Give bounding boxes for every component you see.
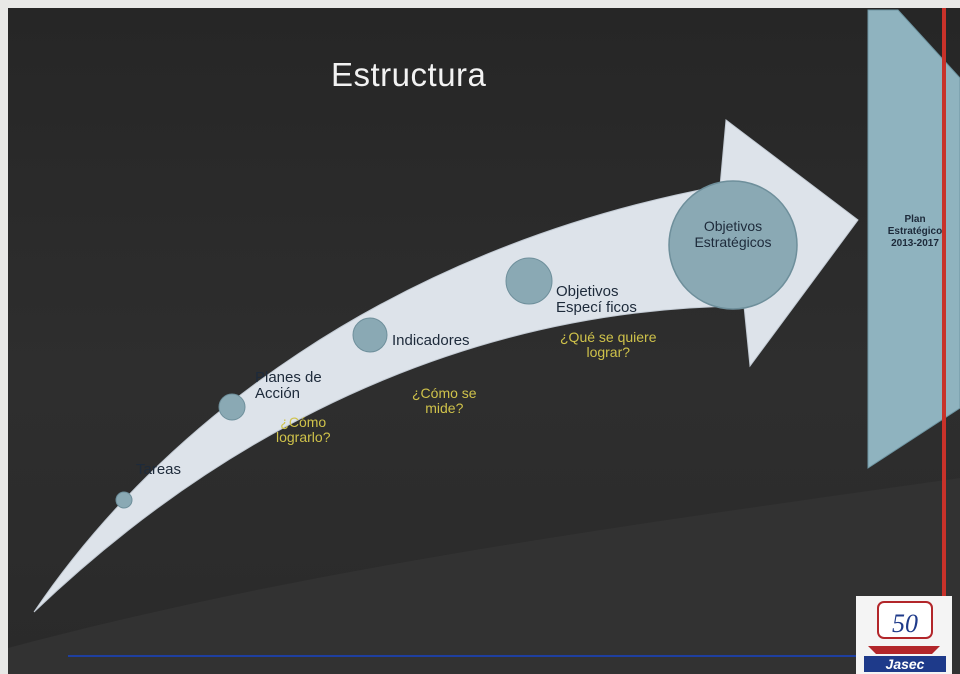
step-dot-planes <box>218 393 246 421</box>
question-lograrlo: ¿Cómo lograrlo? <box>276 414 331 445</box>
goal-circle-label: Objetivos Estratégicos <box>694 218 772 250</box>
logo-brand: Jasec <box>886 656 925 672</box>
strategic-plan-banner <box>867 9 960 469</box>
growth-arrow <box>33 119 859 613</box>
banner-label: Plan Estratégico 2013-2017 <box>887 214 943 249</box>
step-dot-objetivos-especificos <box>505 257 553 305</box>
step-label-planes: Planes de Acción <box>255 369 322 402</box>
step-label-tareas: Tareas <box>136 461 182 478</box>
step-label-indicadores: Indicadores <box>392 332 470 349</box>
goal-circle <box>668 180 798 310</box>
accent-line-red <box>942 8 946 608</box>
jasec-logo: 50 Jasec <box>856 596 952 674</box>
step-dot-tareas <box>115 491 133 509</box>
slide-title: Estructura <box>331 56 487 93</box>
background-curve <box>8 478 960 674</box>
logo-emblem: 50 Jasec <box>864 601 946 672</box>
accent-line-blue <box>68 655 858 657</box>
question-lograr: ¿Qué se quiere lograr? <box>560 329 657 360</box>
step-dot-indicadores <box>352 317 388 353</box>
step-label-objetivos-especificos: Objetivos Especí ficos <box>556 283 637 316</box>
structure-diagram <box>33 9 960 613</box>
slide-canvas: Estructura Tareas Planes de Acción Indic… <box>8 8 960 674</box>
logo-number: 50 <box>892 609 918 638</box>
question-mide: ¿Cómo se mide? <box>412 385 477 416</box>
